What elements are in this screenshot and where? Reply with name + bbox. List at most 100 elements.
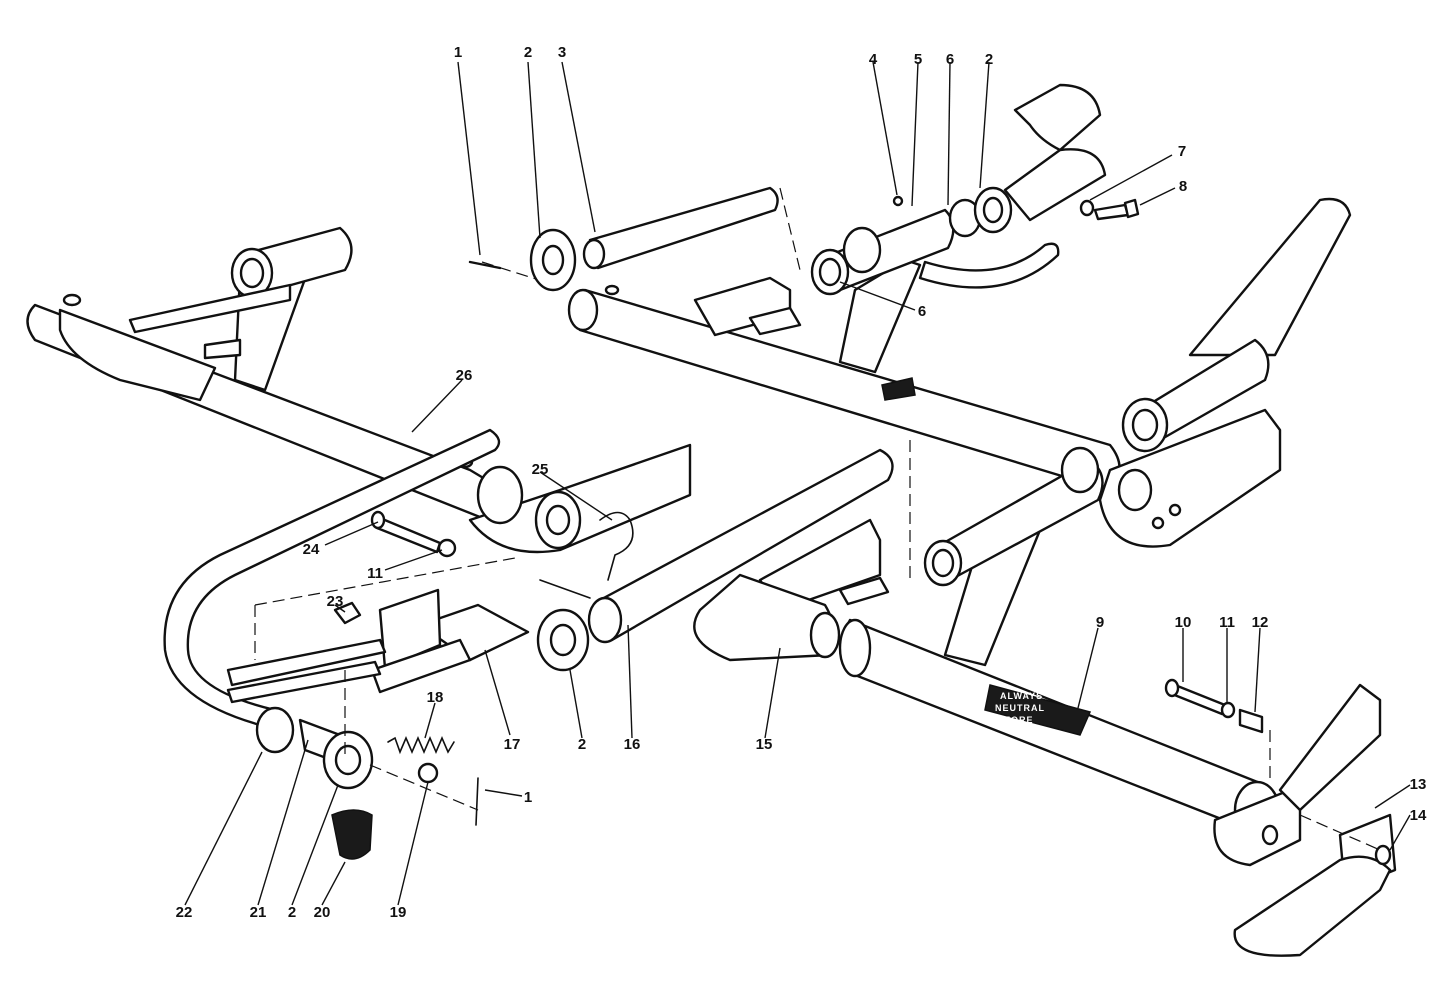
spacer-12 [1238, 708, 1264, 734]
pivot-shaft-3 [588, 186, 779, 270]
washer-11-left [437, 538, 457, 558]
callout-10: 10 [1175, 614, 1192, 631]
upper-bracket-foot [748, 306, 802, 336]
left-crossbar-plate [203, 338, 242, 360]
callout-2-low: 2 [288, 904, 296, 921]
callout-3: 3 [558, 44, 566, 61]
right-plate-bore [1117, 468, 1153, 512]
bolt-24-head [370, 510, 386, 530]
hair-pin-25 [599, 511, 634, 581]
leader-lines [184, 61, 1411, 906]
washer-11-right [1220, 701, 1236, 719]
callout-15: 15 [756, 736, 773, 753]
upper-curved-lever [918, 242, 1060, 289]
upper-spindle-bore-front [818, 257, 842, 287]
callout-24: 24 [303, 541, 320, 558]
callout-23: 23 [327, 593, 344, 610]
cotter-pin-1 [468, 260, 502, 270]
center-hub-washer-hole [545, 504, 571, 536]
callout-18: 18 [427, 689, 444, 706]
pivot-shaft-3-end [582, 238, 606, 270]
lower-right-plate-hole [1261, 824, 1279, 846]
pivot-tube-16 [598, 448, 894, 642]
spring-18 [387, 735, 455, 755]
right-upper-plate [1098, 408, 1282, 548]
guide-line-8 [779, 187, 801, 271]
callout-13: 13 [1410, 776, 1427, 793]
callout-8: 8 [1179, 178, 1187, 195]
guide-line-6 [1299, 814, 1381, 851]
upper-spindle-bushing-mid [842, 226, 882, 274]
upper-frame-tube-end [567, 288, 599, 332]
right-plate-hole-1 [1151, 516, 1165, 530]
callout-21: 21 [250, 904, 267, 921]
lower-long-tube-end [838, 618, 872, 678]
upper-rear-arm [1003, 148, 1107, 222]
callout-2-top: 2 [524, 44, 532, 61]
callout-9: 9 [1096, 614, 1104, 631]
nut-19 [417, 762, 439, 784]
callout-11-left: 11 [367, 565, 383, 582]
lower-right-plate [1213, 788, 1302, 867]
right-scraper-plate [1278, 683, 1382, 812]
callout-2-right: 2 [985, 51, 993, 68]
bolt-8 [1093, 203, 1130, 221]
nut-23 [333, 601, 362, 625]
left-crossbar [128, 283, 292, 334]
callout-labels: 1 2 3 4 5 6 2 7 8 6 26 25 24 11 23 9 10 … [176, 44, 1427, 921]
decal-line-2: NEUTRAL [995, 703, 1045, 713]
upper-axle-assembly [468, 83, 1352, 548]
callout-19: 19 [390, 904, 407, 921]
callout-2-mid: 2 [578, 736, 586, 753]
right-tall-arm [1188, 197, 1352, 357]
center-hub-bushing [476, 465, 524, 525]
upper-rear-arm-top [1013, 83, 1102, 152]
callout-6-lower: 6 [918, 303, 926, 320]
pivot-tube-16-end [587, 596, 623, 644]
grease-fitting-4 [892, 195, 904, 207]
nut-14 [1374, 844, 1392, 866]
right-plate-hole-2 [1168, 503, 1182, 517]
rubber-bumper-20 [331, 809, 373, 860]
lower-spindle-bore [931, 548, 955, 578]
left-sleeve-bore [239, 257, 265, 289]
mid-bracket-foot [838, 576, 890, 606]
upper-warning-decal [881, 377, 916, 401]
callout-1-top: 1 [454, 44, 462, 61]
bolt-8-head [1123, 198, 1140, 219]
callout-14: 14 [1410, 807, 1427, 824]
washer-7 [1079, 199, 1095, 217]
lower-spindle-rear-bushing [1060, 446, 1100, 494]
callout-6-top: 6 [946, 51, 954, 68]
callout-26: 26 [456, 367, 473, 384]
bolt-10-head [1164, 678, 1180, 698]
assembly-guide-lines [254, 187, 1381, 851]
callout-11-right: 11 [1219, 614, 1235, 631]
callout-16: 16 [624, 736, 641, 753]
decal-line-1: ALWAYS [1000, 691, 1043, 701]
callout-1-lower: 1 [524, 789, 532, 806]
bolt-24 [375, 516, 442, 554]
cotter-pin-1-lower [475, 777, 479, 826]
callout-20: 20 [314, 904, 331, 921]
callout-7: 7 [1178, 143, 1186, 160]
left-roller-guard [58, 308, 217, 402]
decal-line-3: BEFORE [990, 715, 1034, 725]
washer-2-low-hole [334, 744, 362, 776]
lever-bar-upper [226, 638, 387, 687]
left-frame-bolt-head [62, 293, 82, 307]
callout-25: 25 [532, 461, 549, 478]
right-sleeve-bore [1131, 408, 1159, 442]
right-tall-arm-sleeve [1138, 338, 1270, 442]
callout-17: 17 [504, 736, 521, 753]
lower-tube-15-end [809, 611, 841, 659]
bolt-10 [1170, 683, 1227, 716]
washer-2-upper-hole [541, 244, 565, 276]
callout-5: 5 [914, 51, 922, 68]
lower-frame-assembly: ALWAYS NEUTRAL BEFORE [26, 226, 1397, 957]
guide-line-3 [254, 557, 516, 606]
callout-4: 4 [869, 51, 878, 68]
warning-decal-9 [984, 684, 1092, 736]
left-bushing-22 [255, 706, 295, 754]
